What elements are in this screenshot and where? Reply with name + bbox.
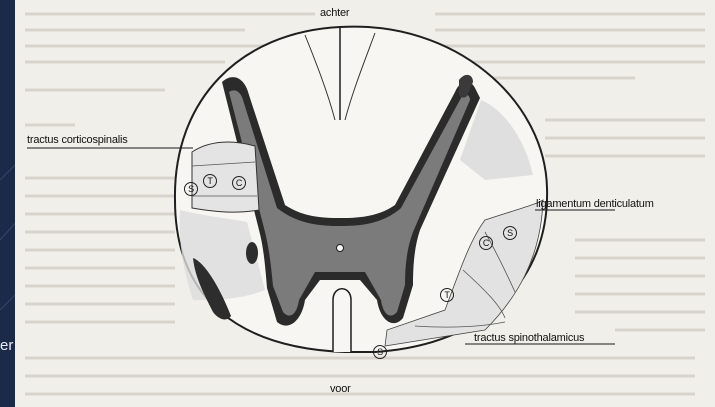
- tract-number-right-1: C: [479, 236, 493, 250]
- tract-number-right-3: T: [440, 288, 454, 302]
- left-tract-region: [192, 142, 259, 212]
- label-ligamentum-denticulatum: ligamentum denticulatum: [536, 198, 654, 210]
- label-tractus-corticospinalis: tractus corticospinalis: [27, 134, 128, 146]
- label-tractus-spinothalamicus: tractus spinothalamicus: [474, 332, 584, 344]
- tract-number-left-3: C: [232, 176, 246, 190]
- slide-partial-text: er: [0, 337, 13, 355]
- tract-number-right-2: S: [503, 226, 517, 240]
- tract-number-right-4: S: [373, 345, 387, 359]
- tract-number-left-1: S: [184, 182, 198, 196]
- label-voor: voor: [330, 383, 351, 395]
- tract-number-left-2: T: [203, 174, 217, 188]
- label-achter: achter: [320, 7, 349, 19]
- anterior-median-fissure: [333, 289, 351, 352]
- central-canal: [337, 245, 344, 252]
- small-dark-oval: [246, 242, 258, 264]
